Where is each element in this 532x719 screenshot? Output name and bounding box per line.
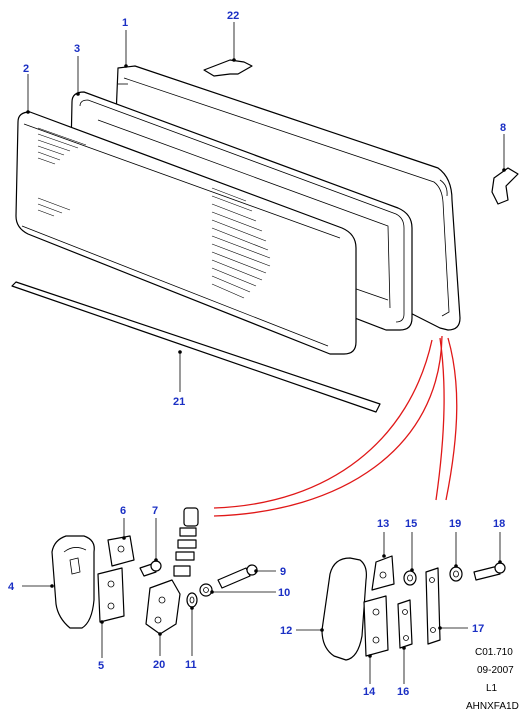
screw-part-7 [139, 560, 162, 577]
reference-id: AHNXFA1D [466, 701, 519, 712]
plate-part-13 [371, 555, 395, 591]
callout-2: 2 [23, 63, 29, 75]
callout-3: 3 [74, 43, 80, 55]
hinge-part-12 [321, 557, 367, 661]
callout-5: 5 [98, 660, 104, 672]
callout-13: 13 [377, 518, 389, 530]
callout-14: 14 [363, 686, 376, 698]
reference-date: 09-2007 [477, 665, 514, 676]
callout-16: 16 [397, 686, 409, 698]
link-curves [213, 335, 458, 517]
bracket-part-20 [145, 579, 181, 635]
callout-6: 6 [120, 505, 126, 517]
window-glass-part-2 [15, 111, 357, 355]
callout-4: 4 [8, 581, 15, 593]
nut-part-10 [199, 583, 213, 597]
link-part-16 [397, 599, 413, 649]
trim-strip-part-21 [11, 281, 381, 413]
callout-7: 7 [152, 505, 158, 517]
callout-8: 8 [500, 122, 506, 134]
callout-22: 22 [227, 10, 239, 22]
callout-1: 1 [122, 17, 128, 29]
reference-block: C01.710 09-2007 L1 AHNXFA1D [466, 647, 519, 712]
washer-part-15 [403, 570, 417, 586]
washer-part-19 [449, 566, 463, 582]
callout-labels: 1 2 3 22 8 21 4 5 6 7 9 10 11 20 12 13 1… [8, 10, 506, 698]
link-part-17 [425, 567, 441, 645]
glass-hatching-center [211, 187, 271, 299]
clip-part-22 [203, 59, 253, 77]
bracket-part-8 [491, 167, 519, 205]
callout-12: 12 [280, 625, 292, 637]
callout-21: 21 [173, 396, 185, 408]
hinge-part-4 [51, 535, 95, 629]
bolt-part-18 [473, 562, 506, 581]
callout-11: 11 [185, 659, 197, 671]
callout-17: 17 [472, 623, 484, 635]
bolt-part-9 [217, 564, 258, 589]
plate-part-14 [363, 595, 389, 657]
callout-15: 15 [405, 518, 417, 530]
callout-18: 18 [493, 518, 505, 530]
plate-part-6 [107, 535, 135, 567]
callout-9: 9 [280, 566, 286, 578]
bolt-stack [173, 507, 199, 577]
glass-hatching-left [37, 127, 87, 217]
reference-level: L1 [486, 683, 498, 694]
plate-part-5 [97, 567, 125, 623]
reference-code: C01.710 [475, 647, 513, 658]
callout-10: 10 [278, 587, 290, 599]
callout-20: 20 [153, 659, 165, 671]
leader-lines [22, 22, 506, 684]
callout-19: 19 [449, 518, 461, 530]
washer-part-11 [186, 592, 198, 608]
